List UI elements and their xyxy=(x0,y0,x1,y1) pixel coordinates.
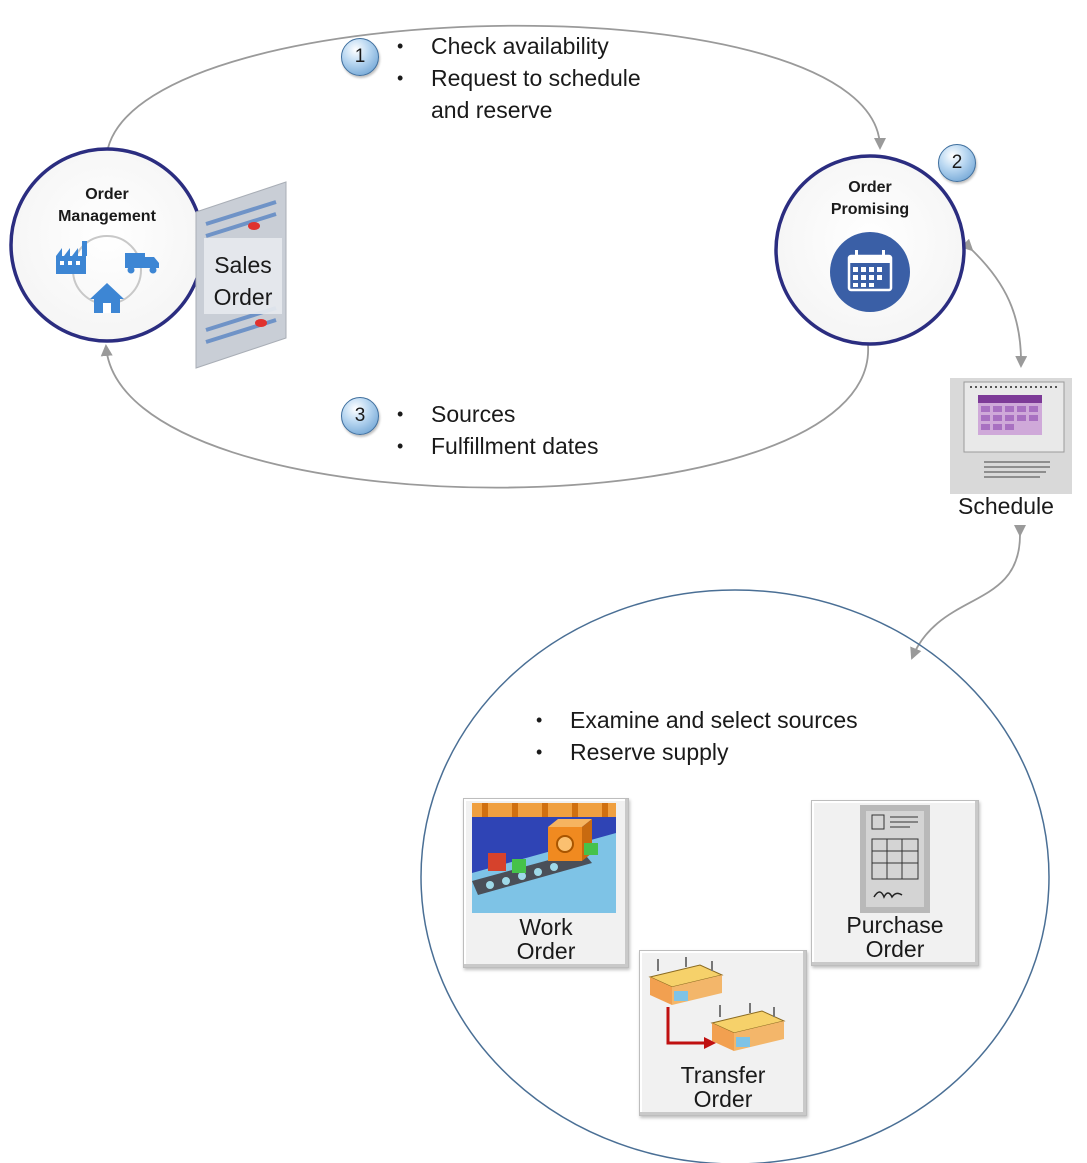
document-icon xyxy=(195,181,287,369)
purchase-order-line1: Purchase xyxy=(846,912,944,938)
warehouse-1 xyxy=(648,957,724,1005)
bullet-dot: • xyxy=(536,742,543,762)
step-1-bullet-1: Check availability xyxy=(431,33,609,59)
factory-icon xyxy=(56,241,87,274)
step-1-badge: 1 xyxy=(341,38,379,76)
step-3-bullet-1: Sources xyxy=(431,401,516,427)
order-promising-title-line1: Order xyxy=(848,179,892,196)
purchase-order-label: Purchase Order xyxy=(812,913,978,961)
schedule-calendar-icon xyxy=(950,378,1072,494)
transfer-arrow xyxy=(666,1007,706,1045)
purchase-order-card: Purchase Order xyxy=(811,800,979,966)
transfer-order-line1: Transfer xyxy=(680,1062,766,1088)
step-1-bullet-2-cont: and reserve xyxy=(431,97,553,123)
work-order-label: Work Order xyxy=(464,915,628,963)
sales-order-line1: Sales xyxy=(214,252,272,278)
work-order-card: Work Order xyxy=(463,798,629,968)
order-management-title: Order Management xyxy=(27,184,187,228)
supply-circle xyxy=(420,589,1050,1163)
sales-order-label: Sales Order xyxy=(204,249,282,313)
transfer-order-line2: Order xyxy=(693,1086,753,1112)
home-icon xyxy=(90,283,124,313)
order-promising-title: Order Promising xyxy=(790,177,950,221)
order-management-title-line1: Order xyxy=(85,186,129,203)
schedule-link-arrow xyxy=(960,238,1028,368)
response-arrow xyxy=(100,344,869,489)
work-order-line2: Order xyxy=(516,938,576,964)
bullet-dot: • xyxy=(397,68,404,88)
step-2-badge: 2 xyxy=(938,144,976,182)
step-1-bullet-2: Request to schedule xyxy=(431,65,641,91)
step-3-bullet-2: Fulfillment dates xyxy=(431,433,599,459)
transfer-order-label: Transfer Order xyxy=(640,1063,806,1111)
step-1-number: 1 xyxy=(354,46,366,67)
supply-bullet-1: Examine and select sources xyxy=(570,707,858,733)
order-management-title-line2: Management xyxy=(58,208,156,225)
warehouse-2 xyxy=(710,1003,786,1051)
bullet-dot: • xyxy=(536,710,543,730)
order-promising-title-line2: Promising xyxy=(830,201,910,218)
calendar-glyph xyxy=(847,250,893,292)
transfer-order-card: Transfer Order xyxy=(639,950,807,1116)
step-2-number: 2 xyxy=(951,152,963,173)
step-3-badge: 3 xyxy=(341,397,379,435)
warehouse-transfer-icon xyxy=(648,957,786,1051)
truck-icon xyxy=(125,253,159,274)
bullet-dot: • xyxy=(397,436,404,456)
request-arrow xyxy=(107,24,886,150)
schedule-label: Schedule xyxy=(958,493,1054,519)
supply-link-arrow xyxy=(910,524,1027,660)
bullet-dot: • xyxy=(397,404,404,424)
sales-order-line2: Order xyxy=(213,284,273,310)
work-order-line1: Work xyxy=(519,914,573,940)
purchase-order-line2: Order xyxy=(865,936,925,962)
purchase-document-icon xyxy=(860,805,930,913)
supply-bullet-2: Reserve supply xyxy=(570,739,729,765)
bullet-dot: • xyxy=(397,36,404,56)
step-3-number: 3 xyxy=(354,405,366,426)
assembly-line-icon xyxy=(472,803,616,913)
